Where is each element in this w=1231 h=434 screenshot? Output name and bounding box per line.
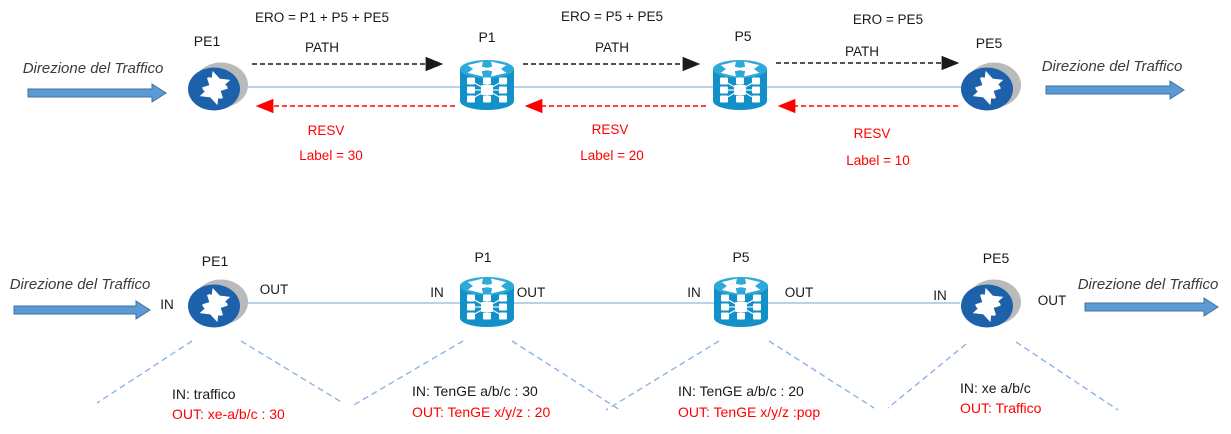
cisco-router-icon-p5-top [713, 60, 767, 110]
mpls-label-value-3: Label = 10 [846, 153, 910, 168]
juniper-router-icon-pe5-bottom [961, 280, 1021, 328]
out-label-pe5: OUT [1037, 293, 1067, 308]
juniper-router-icon-pe1-bottom [188, 280, 248, 328]
traffic-direction-label-top-right: Direzione del Traffico [1041, 58, 1183, 75]
interface-out-detail-pe1: OUT: xe-a/b/c : 30 [172, 406, 285, 422]
ero-label-1: ERO = P1 + P5 + PE5 [255, 10, 389, 25]
node-label-pe5-bottom: PE5 [982, 250, 1010, 266]
ero-label-2: ERO = P5 + PE5 [560, 9, 664, 24]
node-label-p5-bottom: P5 [732, 249, 750, 265]
in-label-p5: IN [687, 285, 701, 300]
node-label-pe5-top: PE5 [975, 35, 1003, 51]
cisco-router-icon-p5-bottom [714, 277, 768, 327]
interface-out-detail-p1: OUT: TenGE x/y/z : 20 [412, 404, 551, 420]
path-label-3: PATH [844, 44, 880, 59]
ero-label-3: ERO = PE5 [852, 12, 924, 27]
node-label-p1-bottom: P1 [474, 249, 492, 265]
path-label-1: PATH [304, 40, 340, 55]
direction-arrow-top-left [27, 83, 167, 103]
out-label-pe1: OUT [259, 282, 289, 297]
node-label-p5-top: P5 [734, 28, 752, 44]
juniper-router-icon-pe5-top [961, 63, 1021, 111]
in-label-p1: IN [430, 285, 444, 300]
traffic-direction-label-bottom-left: Direzione del Traffico [9, 276, 151, 293]
interface-in-detail-pe1: IN: traffico [172, 386, 236, 402]
interface-in-detail-p1: IN: TenGE a/b/c : 30 [412, 383, 538, 399]
resv-label-2: RESV [591, 122, 629, 137]
mpls-label-value-1: Label = 30 [299, 148, 363, 163]
out-label-p1: OUT [516, 285, 546, 300]
interface-out-detail-p5: OUT: TenGE x/y/z :pop [678, 404, 821, 420]
callout-dash-lines [96, 340, 1119, 411]
cisco-router-icon-p1-bottom [460, 277, 514, 327]
direction-arrow-bottom-right [1084, 297, 1219, 317]
mpls-label-value-2: Label = 20 [580, 148, 644, 163]
resv-label-3: RESV [853, 126, 891, 141]
interface-out-detail-pe5: OUT: Traffico [960, 400, 1042, 416]
juniper-router-icon-pe1-top [188, 63, 248, 111]
node-label-p1-top: P1 [478, 29, 496, 45]
path-label-2: PATH [594, 40, 630, 55]
node-label-pe1-bottom: PE1 [201, 253, 229, 269]
node-label-pe1-top: PE1 [193, 33, 221, 49]
cisco-router-icon-p1-top [460, 60, 514, 110]
in-label-pe1: IN [160, 297, 174, 312]
in-label-pe5: IN [933, 288, 947, 303]
direction-arrow-bottom-left [13, 300, 151, 320]
direction-arrow-top-right [1045, 80, 1185, 100]
interface-in-detail-pe5: IN: xe a/b/c [960, 380, 1031, 396]
traffic-direction-label-bottom-right: Direzione del Traffico [1077, 276, 1219, 293]
resv-label-1: RESV [307, 123, 345, 138]
out-label-p5: OUT [784, 285, 814, 300]
traffic-direction-label-top-left: Direzione del Traffico [22, 60, 164, 77]
interface-in-detail-p5: IN: TenGE a/b/c : 20 [678, 383, 804, 399]
